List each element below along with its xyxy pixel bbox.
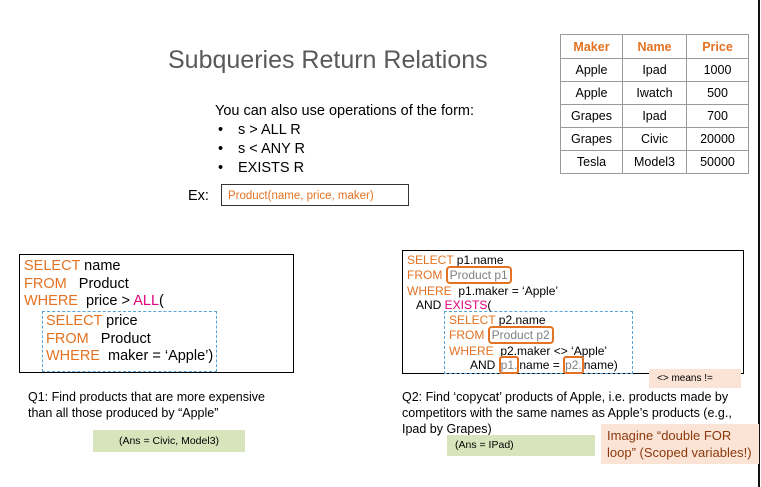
sql-keyword: FROM xyxy=(407,268,443,282)
imagine-note: Imagine “double FOR loop” (Scoped variab… xyxy=(601,424,759,464)
list-item: • s < ANY R xyxy=(218,140,305,159)
sql-keyword: SELECT xyxy=(449,313,496,327)
q2-sql-line: WHERE p2.maker <> ‘Apple’ xyxy=(449,344,607,359)
right-edge-line xyxy=(758,0,760,487)
q1-question: Q1: Find products that are more expensiv… xyxy=(28,390,265,420)
sql-keyword: WHERE xyxy=(407,284,452,298)
highlighted-p2: p2. xyxy=(563,356,584,374)
q1-answer-badge: (Ans = Civic, Model3) xyxy=(93,430,245,452)
q1-subquery-dashed-box xyxy=(42,311,217,372)
q1-sql-line: WHERE price > ALL( xyxy=(24,293,164,311)
table-cell: Iwatch xyxy=(622,81,687,105)
operation-text: s > ALL R xyxy=(238,122,301,138)
table-cell: Apple xyxy=(560,81,623,105)
sql-keyword: FROM xyxy=(46,330,89,347)
table-row: Tesla Model3 50000 xyxy=(560,150,749,174)
q2-sql-line: AND EXISTS( xyxy=(416,298,491,313)
sql-text: ( xyxy=(487,298,492,312)
table-cell: 1000 xyxy=(686,58,749,82)
sql-keyword: SELECT xyxy=(46,313,103,329)
sql-keyword: SELECT xyxy=(407,253,454,267)
table-cell: Model3 xyxy=(622,150,687,174)
q2-sql-line: SELECT p2.name xyxy=(449,313,546,328)
table-row: Apple Ipad 1000 xyxy=(560,58,749,82)
sql-text: p1.name xyxy=(453,253,504,267)
slide-title: Subqueries Return Relations xyxy=(168,46,488,74)
sql-text: price xyxy=(102,313,138,329)
q2-answer-badge: (Ans = IPad) xyxy=(447,435,595,456)
sql-text: Product xyxy=(88,330,151,347)
sql-text: Product xyxy=(66,275,129,292)
table-cell: Tesla xyxy=(560,150,623,174)
sql-keyword: WHERE xyxy=(46,348,100,364)
sql-text: price > xyxy=(77,293,134,309)
table-cell: Apple xyxy=(560,58,623,82)
table-header: Maker xyxy=(560,34,623,59)
q1-sql-line: SELECT name xyxy=(24,258,120,276)
sql-text: name xyxy=(80,258,121,274)
sql-text: p1.maker = ‘Apple’ xyxy=(451,284,559,298)
q1-sql-line: FROM Product xyxy=(46,331,151,349)
q1-sql-line: FROM Product xyxy=(24,276,129,294)
list-item: • s > ALL R xyxy=(218,121,305,140)
operations-list: • s > ALL R • s < ANY R • EXISTS R xyxy=(218,121,305,178)
q1-sql-line: SELECT price xyxy=(46,313,138,331)
q1-sql-line: WHERE maker = ‘Apple’) xyxy=(46,348,213,366)
sql-text: name) xyxy=(583,358,618,372)
table-row: Grapes Civic 20000 xyxy=(560,127,749,151)
sql-text: p2.name xyxy=(495,313,546,327)
table-cell: 50000 xyxy=(686,150,749,174)
example-schema-box: Product(name, price, maker) xyxy=(221,184,409,206)
not-equal-note: <> means != xyxy=(649,369,741,388)
bullet-icon: • xyxy=(218,141,224,157)
table-cell: Civic xyxy=(622,127,687,151)
sql-text: AND xyxy=(416,298,445,312)
list-item: • EXISTS R xyxy=(218,159,305,178)
sql-keyword: FROM xyxy=(449,328,485,342)
table-cell: 20000 xyxy=(686,127,749,151)
table-header-row: Maker Name Price xyxy=(560,34,749,59)
q2-sql-line: SELECT p1.name xyxy=(407,253,504,268)
sql-text: AND xyxy=(470,358,499,372)
sql-text: maker = ‘Apple’) xyxy=(99,348,214,364)
table-header: Name xyxy=(622,34,687,59)
bullet-icon: • xyxy=(218,160,224,176)
operation-text: s < ANY R xyxy=(238,141,306,157)
intro-text: You can also use operations of the form: xyxy=(215,103,475,119)
highlighted-table-p2: Product p2 xyxy=(487,326,554,344)
q2-sql-line: AND p1.name = p2.name) xyxy=(470,356,618,374)
operation-text: EXISTS R xyxy=(238,160,305,176)
sql-keyword: WHERE xyxy=(449,344,494,358)
sql-keyword: FROM xyxy=(24,275,67,292)
q2-subquery-dashed-box xyxy=(444,311,633,374)
q2-sql-line: WHERE p1.maker = ‘Apple’ xyxy=(407,284,558,299)
highlighted-p1: p1. xyxy=(498,356,520,374)
bullet-icon: • xyxy=(218,122,224,138)
q2-sql-line: FROM Product p2 xyxy=(449,326,554,344)
sql-keyword-exists: EXISTS xyxy=(444,298,488,312)
sql-text: p2.maker <> ‘Apple’ xyxy=(493,344,608,358)
table-row: Apple Iwatch 500 xyxy=(560,81,749,105)
sql-text: name = xyxy=(519,358,564,372)
q2-sql-line: FROM Product p1 xyxy=(407,266,512,284)
sql-keyword-all: ALL xyxy=(133,293,160,309)
table-cell: Ipad xyxy=(622,104,687,128)
table-cell: Ipad xyxy=(622,58,687,82)
sql-keyword: SELECT xyxy=(24,258,81,274)
table-cell: Grapes xyxy=(560,104,623,128)
table-header: Price xyxy=(686,34,749,59)
table-cell: 700 xyxy=(686,104,749,128)
table-cell: Grapes xyxy=(560,127,623,151)
q1-sql-box xyxy=(19,254,294,373)
q2-question: Q2: Find ‘copycat’ products of Apple, i.… xyxy=(402,390,732,436)
highlighted-table-p1: Product p1 xyxy=(445,266,512,284)
table-cell: 500 xyxy=(686,81,749,105)
sql-keyword: WHERE xyxy=(24,293,78,309)
example-label: Ex: xyxy=(188,188,209,204)
table-row: Grapes Ipad 700 xyxy=(560,104,749,128)
product-table: Maker Name Price Apple Ipad 1000 Apple I… xyxy=(560,34,749,174)
sql-text: ( xyxy=(159,293,164,309)
